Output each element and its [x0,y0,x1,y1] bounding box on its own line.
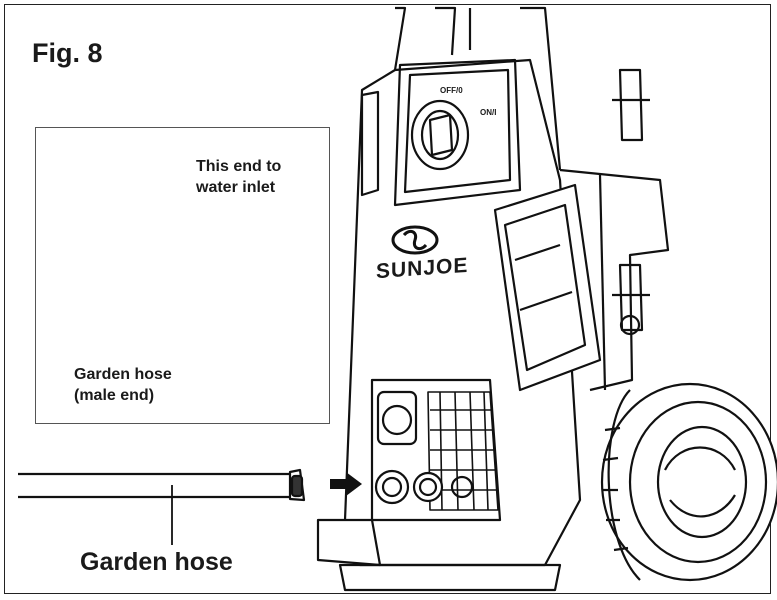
figure-frame [4,4,771,594]
switch-on-label: ON/I [480,108,497,117]
callout-line: Garden hose [74,366,172,383]
garden-hose-label: Garden hose [80,548,233,576]
inset-detail-box [35,127,330,424]
callout-water-inlet: This end to water inlet [196,156,281,198]
callout-line: water inlet [196,179,276,196]
figure-title: Fig. 8 [32,38,103,68]
callout-male-end: Garden hose (male end) [74,364,172,406]
arrow-right-icon [330,472,362,496]
callout-line: This end to [196,158,282,175]
switch-off-label: OFF/0 [440,86,463,95]
sun-joe-logo-icon [391,225,439,255]
callout-line: (male end) [74,387,155,404]
